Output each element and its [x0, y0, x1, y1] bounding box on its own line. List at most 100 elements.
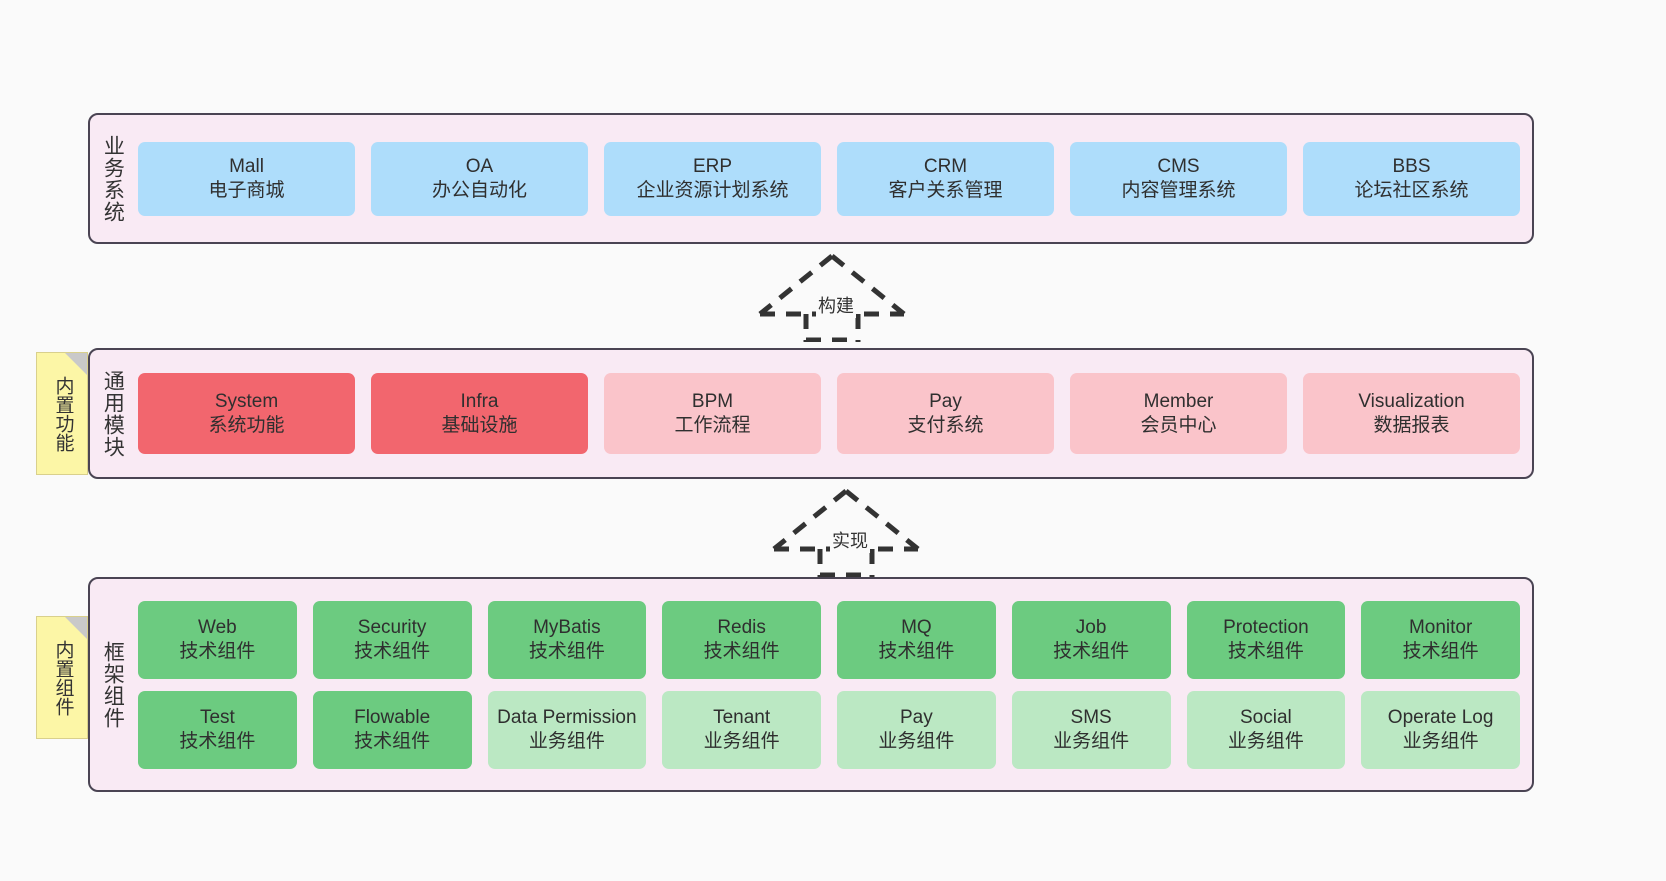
card-bbs-desc: 论坛社区系统: [1354, 179, 1469, 201]
card-job-desc: 技术组件: [1053, 640, 1130, 662]
card-flowable-name: Flowable: [354, 707, 431, 729]
card-data-permission-desc: 业务组件: [528, 730, 605, 752]
card-pay-component-name: Pay: [900, 707, 933, 729]
layer-framework-components: 框架组件 Web 技术组件 Security 技术组件 MyBatis 技术组件…: [88, 577, 1534, 792]
card-system-name: System: [214, 391, 279, 413]
card-sms-desc: 业务组件: [1053, 730, 1130, 752]
card-social-desc: 业务组件: [1227, 730, 1304, 752]
card-tenant-desc: 业务组件: [703, 730, 780, 752]
card-web-name: Web: [198, 617, 237, 639]
card-system[interactable]: System 系统功能: [138, 373, 355, 454]
card-protection-name: Protection: [1223, 617, 1309, 639]
card-mall-desc: 电子商城: [208, 179, 285, 201]
card-bpm[interactable]: BPM 工作流程: [604, 373, 821, 454]
card-security-name: Security: [357, 617, 427, 639]
card-mybatis[interactable]: MyBatis 技术组件: [487, 600, 647, 679]
card-test-name: Test: [199, 707, 235, 729]
card-infra-name: Infra: [460, 391, 499, 413]
card-mq-desc: 技术组件: [878, 640, 955, 662]
card-pay-module-desc: 支付系统: [907, 414, 984, 436]
card-cms[interactable]: CMS 内容管理系统: [1070, 141, 1287, 216]
card-operate-log-desc: 业务组件: [1402, 730, 1479, 752]
card-erp-name: ERP: [692, 156, 733, 178]
layer-business-systems-title: 业务系统: [101, 134, 125, 223]
card-pay-component[interactable]: Pay 业务组件: [837, 690, 996, 769]
card-bpm-name: BPM: [691, 391, 734, 413]
card-redis-desc: 技术组件: [703, 640, 780, 662]
card-crm-desc: 客户关系管理: [888, 179, 1003, 201]
layer-common-modules-title: 通用模块: [101, 369, 125, 458]
layer-common-modules: 通用模块 System 系统功能 Infra 基础设施 BPM 工作流程 Pay…: [88, 348, 1534, 479]
card-member[interactable]: Member 会员中心: [1070, 373, 1287, 454]
connector-implement-arrow: [772, 489, 920, 577]
card-erp[interactable]: ERP 企业资源计划系统: [604, 141, 821, 216]
card-cms-name: CMS: [1157, 156, 1200, 178]
card-security-desc: 技术组件: [354, 640, 431, 662]
card-sms[interactable]: SMS 业务组件: [1011, 690, 1171, 769]
card-data-permission-name: Data Permission: [497, 707, 637, 729]
card-system-desc: 系统功能: [208, 414, 285, 436]
card-mall[interactable]: Mall 电子商城: [138, 141, 355, 216]
card-redis[interactable]: Redis 技术组件: [662, 600, 821, 679]
card-pay-module[interactable]: Pay 支付系统: [837, 373, 1054, 454]
card-mybatis-name: MyBatis: [533, 617, 601, 639]
card-test-desc: 技术组件: [179, 730, 256, 752]
card-sms-name: SMS: [1070, 707, 1112, 729]
card-pay-module-name: Pay: [929, 391, 962, 413]
layer-business-systems: 业务系统 Mall 电子商城 OA 办公自动化 ERP 企业资源计划系统 CRM…: [88, 113, 1534, 244]
card-pay-component-desc: 业务组件: [878, 730, 955, 752]
card-crm-name: CRM: [923, 156, 968, 178]
card-tenant-name: Tenant: [713, 707, 771, 729]
framework-business-row: Test 技术组件 Flowable 技术组件 Data Permission …: [138, 690, 1520, 769]
layer-framework-components-body: Web 技术组件 Security 技术组件 MyBatis 技术组件 Redi…: [134, 579, 1532, 790]
card-social-name: Social: [1240, 707, 1292, 729]
card-bpm-desc: 工作流程: [674, 414, 751, 436]
card-visualization-name: Visualization: [1358, 391, 1465, 413]
card-mybatis-desc: 技术组件: [528, 640, 605, 662]
card-mq[interactable]: MQ 技术组件: [837, 600, 996, 679]
connector-build-label: 构建: [816, 292, 856, 318]
card-flowable[interactable]: Flowable 技术组件: [312, 690, 472, 769]
card-crm[interactable]: CRM 客户关系管理: [837, 141, 1054, 216]
card-test[interactable]: Test 技术组件: [138, 690, 297, 769]
framework-tech-row: Web 技术组件 Security 技术组件 MyBatis 技术组件 Redi…: [138, 600, 1520, 679]
layer-common-modules-body: System 系统功能 Infra 基础设施 BPM 工作流程 Pay 支付系统…: [134, 350, 1532, 477]
card-web-desc: 技术组件: [179, 640, 256, 662]
card-operate-log-name: Operate Log: [1387, 707, 1494, 729]
card-erp-desc: 企业资源计划系统: [636, 179, 789, 201]
note-builtin-features: 内置功能: [36, 352, 88, 475]
card-bbs-name: BBS: [1392, 156, 1431, 178]
card-oa[interactable]: OA 办公自动化: [371, 141, 588, 216]
card-monitor-name: Monitor: [1408, 617, 1473, 639]
card-protection[interactable]: Protection 技术组件: [1186, 600, 1346, 679]
card-infra-desc: 基础设施: [441, 414, 518, 436]
card-data-permission[interactable]: Data Permission 业务组件: [487, 690, 647, 769]
card-visualization-desc: 数据报表: [1373, 414, 1450, 436]
card-member-desc: 会员中心: [1140, 414, 1217, 436]
card-mq-name: MQ: [901, 617, 932, 639]
card-job-name: Job: [1075, 617, 1107, 639]
card-social[interactable]: Social 业务组件: [1186, 690, 1346, 769]
card-infra[interactable]: Infra 基础设施: [371, 373, 588, 454]
card-visualization[interactable]: Visualization 数据报表: [1303, 373, 1520, 454]
layer-framework-components-title: 框架组件: [101, 640, 125, 729]
card-monitor-desc: 技术组件: [1402, 640, 1479, 662]
card-tenant[interactable]: Tenant 业务组件: [662, 690, 821, 769]
card-redis-name: Redis: [717, 617, 766, 639]
card-job[interactable]: Job 技术组件: [1011, 600, 1171, 679]
card-monitor[interactable]: Monitor 技术组件: [1361, 600, 1520, 679]
card-operate-log[interactable]: Operate Log 业务组件: [1361, 690, 1520, 769]
card-oa-desc: 办公自动化: [431, 179, 527, 201]
card-cms-desc: 内容管理系统: [1121, 179, 1236, 201]
card-member-name: Member: [1143, 391, 1214, 413]
card-oa-name: OA: [465, 156, 494, 178]
layer-business-systems-body: Mall 电子商城 OA 办公自动化 ERP 企业资源计划系统 CRM 客户关系…: [134, 115, 1532, 242]
card-security[interactable]: Security 技术组件: [312, 600, 472, 679]
card-bbs[interactable]: BBS 论坛社区系统: [1303, 141, 1520, 216]
common-modules-row: System 系统功能 Infra 基础设施 BPM 工作流程 Pay 支付系统…: [138, 373, 1520, 454]
card-flowable-desc: 技术组件: [354, 730, 431, 752]
card-protection-desc: 技术组件: [1227, 640, 1304, 662]
note-builtin-components: 内置组件: [36, 616, 88, 739]
card-web[interactable]: Web 技术组件: [138, 600, 297, 679]
business-systems-row: Mall 电子商城 OA 办公自动化 ERP 企业资源计划系统 CRM 客户关系…: [138, 141, 1520, 216]
